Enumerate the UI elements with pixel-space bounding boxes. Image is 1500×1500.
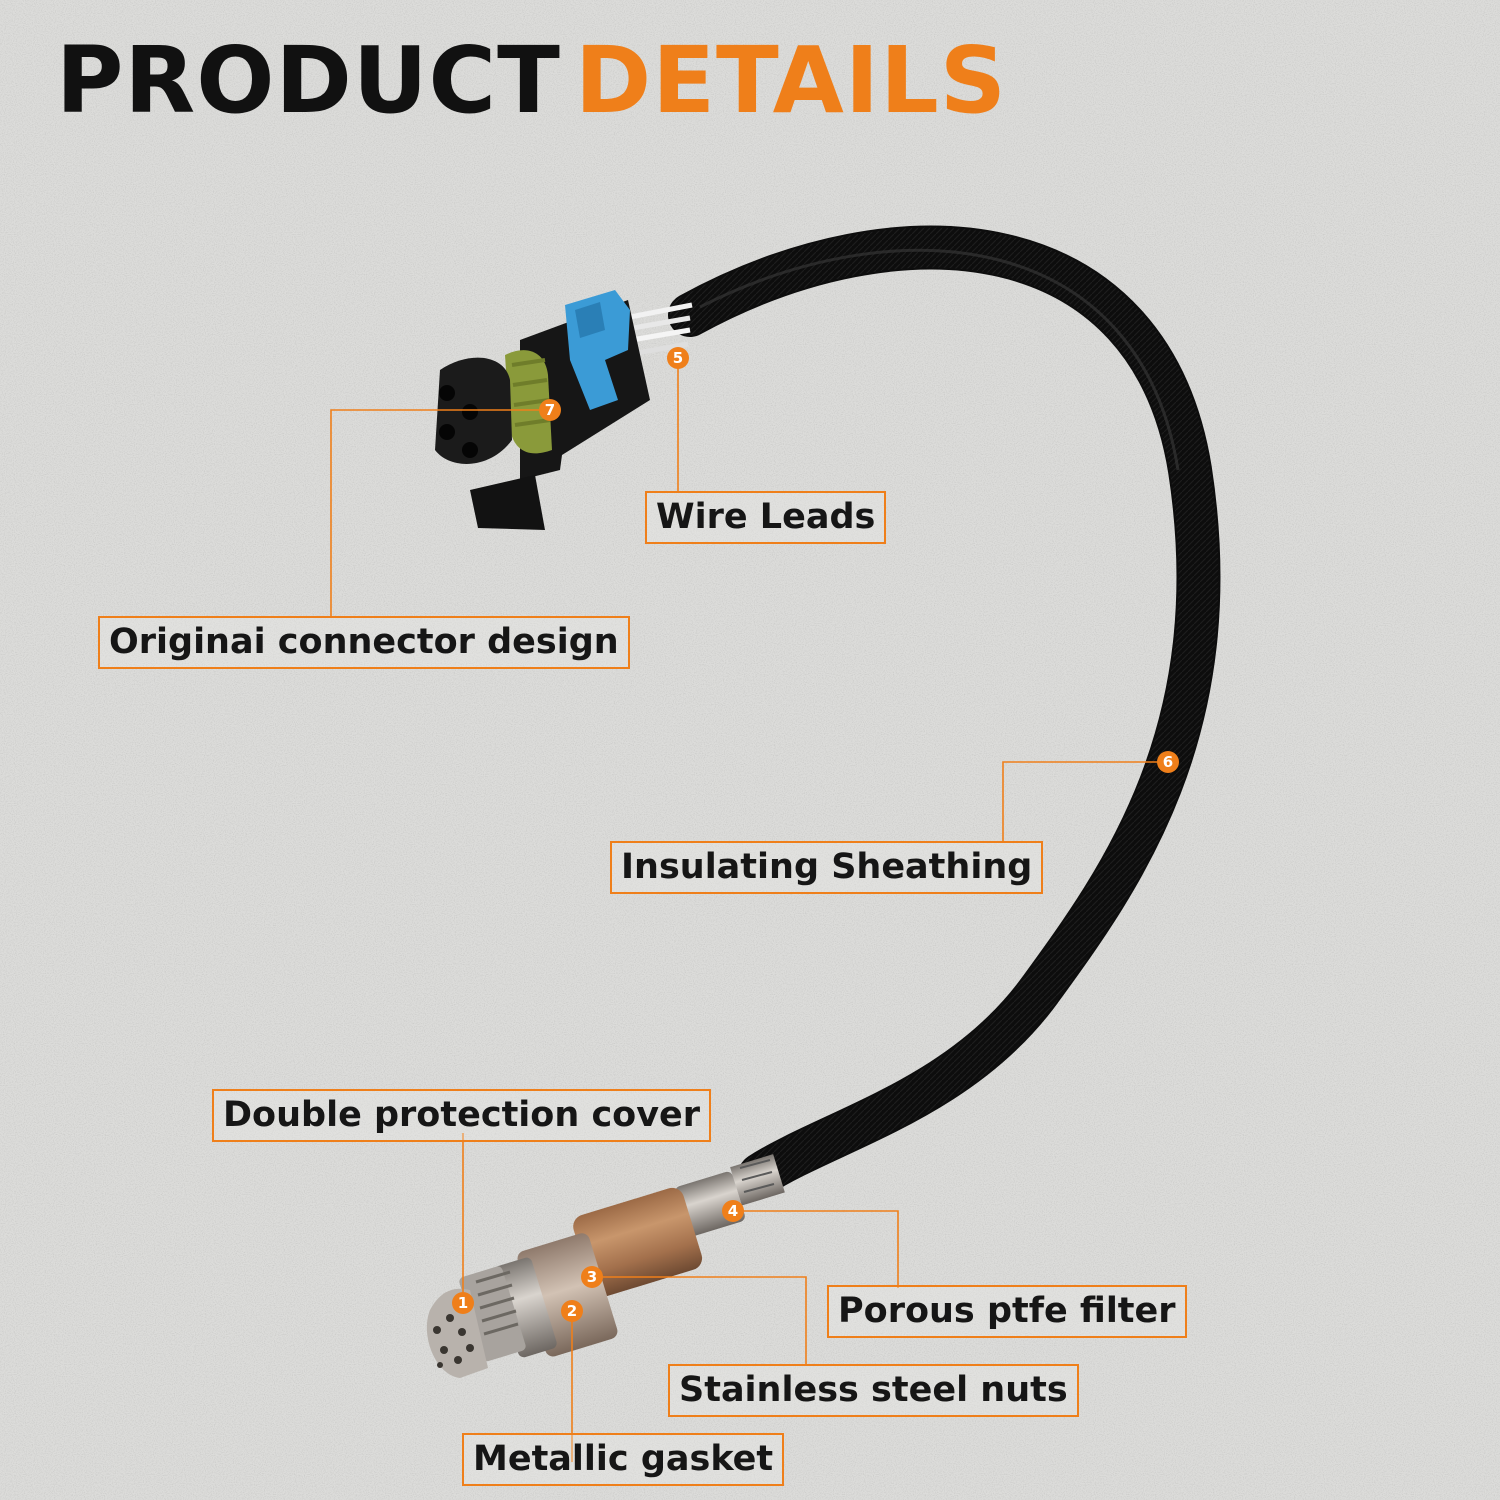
- svg-text:2: 2: [567, 1302, 577, 1320]
- connector: [435, 290, 650, 530]
- callout-marker-4: 4: [722, 1200, 744, 1222]
- insulating-sheathing-cable: [668, 225, 1221, 1197]
- callout-marker-2: 2: [561, 1300, 583, 1322]
- svg-text:4: 4: [728, 1202, 738, 1220]
- svg-text:5: 5: [673, 349, 683, 367]
- svg-text:1: 1: [458, 1294, 468, 1312]
- label-double-protection-cover: Double protection cover: [212, 1089, 712, 1142]
- title-accent: DETAILS: [574, 27, 1007, 134]
- label-wire-leads: Wire Leads: [645, 491, 887, 544]
- label-metallic-gasket: Metallic gasket: [462, 1433, 785, 1486]
- label-porous-ptfe-filter: Porous ptfe filter: [827, 1285, 1187, 1338]
- label-stainless-steel-nuts: Stainless steel nuts: [668, 1364, 1079, 1417]
- svg-text:7: 7: [545, 401, 555, 419]
- callout-marker-7: 7: [539, 399, 561, 421]
- leader-lines: [330, 358, 1168, 1462]
- callout-marker-5: 5: [667, 347, 689, 369]
- svg-text:6: 6: [1163, 753, 1173, 771]
- label-insulating-sheathing: Insulating Sheathing: [610, 841, 1044, 894]
- callout-marker-3: 3: [581, 1266, 603, 1288]
- title-main: PRODUCT: [56, 27, 561, 134]
- callout-marker-1: 1: [452, 1292, 474, 1314]
- label-original-connector-design: Originai connector design: [98, 616, 630, 669]
- sensor-body: [426, 1154, 785, 1378]
- callout-marker-6: 6: [1157, 751, 1179, 773]
- svg-text:3: 3: [587, 1268, 597, 1286]
